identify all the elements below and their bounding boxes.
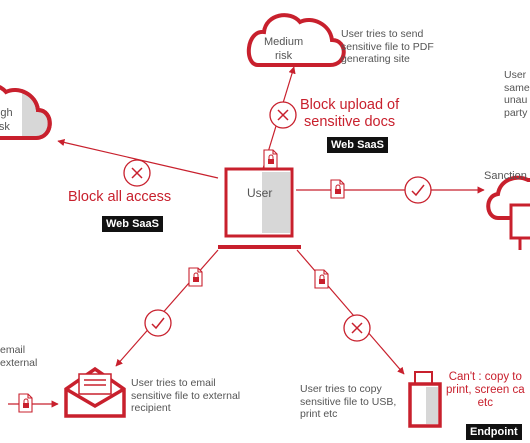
right-partial-line: unau bbox=[504, 94, 528, 106]
block-upload-caption-line: sensitive docs bbox=[304, 114, 396, 130]
web-saas-badge: Web SaaS bbox=[327, 137, 388, 153]
connector-to-usb bbox=[296, 249, 405, 375]
right-partial-line: User bbox=[504, 69, 527, 81]
block-x-icon bbox=[343, 314, 371, 342]
user-laptop-icon bbox=[218, 167, 301, 249]
medium-risk-cloud-icon bbox=[246, 13, 346, 67]
pdf-site-description-line: generating site bbox=[341, 53, 410, 65]
pdf-site-description-line: sensitive file to PDF bbox=[341, 40, 434, 53]
allow-check-icon bbox=[404, 176, 432, 204]
user-label: User bbox=[247, 186, 273, 200]
high-risk-label: High risk bbox=[0, 106, 13, 134]
sanctioned-cloud-icon bbox=[486, 175, 530, 250]
sanctioned-label: Sanction bbox=[484, 170, 527, 182]
high-risk-label-line2: risk bbox=[0, 121, 10, 133]
block-upload-caption-line: Block upload of bbox=[300, 97, 400, 113]
cant-copy-caption: Can't : copy to print, screen ca etc bbox=[446, 371, 525, 410]
block-upload-caption: Block upload of sensitive docs bbox=[300, 97, 399, 131]
left-partial-line: email bbox=[0, 344, 26, 356]
email-icon bbox=[64, 366, 126, 418]
medium-risk-label: Medium risk bbox=[264, 35, 303, 63]
medium-risk-label-line2: risk bbox=[275, 50, 293, 62]
usb-description-line: sensitive file to USB, bbox=[300, 395, 397, 408]
block-x-icon bbox=[269, 101, 297, 129]
email-description: User tries to email sensitive file to ex… bbox=[131, 377, 240, 415]
left-partial-description: email external bbox=[0, 344, 37, 369]
document-lock-icon bbox=[18, 393, 33, 413]
connector-to-email bbox=[115, 249, 219, 367]
web-saas-badge: Web SaaS bbox=[102, 216, 163, 232]
block-x-icon bbox=[123, 159, 151, 187]
right-partial-line: party bbox=[504, 106, 528, 119]
usb-drive-icon bbox=[408, 371, 442, 428]
high-risk-cloud-icon bbox=[0, 85, 52, 140]
right-partial-description: User same unau party bbox=[504, 69, 530, 119]
high-risk-label-line1: High bbox=[0, 107, 13, 119]
left-partial-line: external bbox=[0, 356, 38, 369]
allow-check-icon bbox=[144, 309, 172, 337]
usb-description-line: print etc bbox=[300, 408, 338, 420]
pdf-site-description-line: User tries to send bbox=[341, 28, 424, 40]
cant-copy-caption-line: etc bbox=[477, 397, 493, 409]
block-all-caption: Block all access bbox=[68, 189, 172, 205]
email-description-line: User tries to email bbox=[131, 377, 216, 389]
document-lock-icon bbox=[263, 149, 278, 169]
pdf-site-description: User tries to send sensitive file to PDF… bbox=[341, 28, 434, 66]
email-description-line: recipient bbox=[131, 402, 171, 414]
cant-copy-caption-line: print, screen ca bbox=[446, 384, 525, 396]
medium-risk-label-line1: Medium bbox=[264, 36, 304, 48]
document-lock-icon bbox=[314, 269, 329, 289]
document-lock-icon bbox=[188, 267, 203, 287]
cant-copy-caption-line: Can't : copy to bbox=[448, 371, 522, 383]
right-partial-line: same bbox=[504, 81, 530, 94]
endpoint-badge: Endpoint bbox=[466, 424, 522, 440]
usb-description: User tries to copy sensitive file to USB… bbox=[300, 383, 396, 421]
document-lock-icon bbox=[330, 179, 345, 199]
email-description-line: sensitive file to external bbox=[131, 389, 241, 402]
usb-description-line: User tries to copy bbox=[300, 383, 382, 395]
